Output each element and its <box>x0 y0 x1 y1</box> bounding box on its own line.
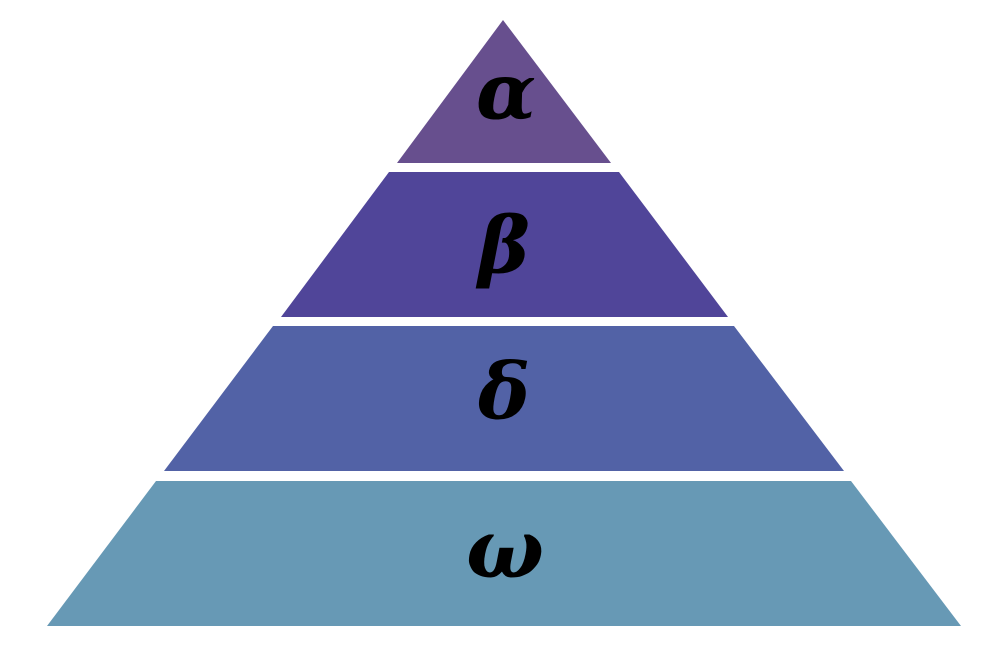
tier-shape-delta <box>164 326 844 471</box>
tier-label-delta: δ <box>477 347 530 438</box>
tier-label-beta: β <box>475 201 530 292</box>
pyramid-tier-delta: δ <box>164 326 844 471</box>
tier-label-alpha: α <box>476 47 536 138</box>
pyramid-tier-alpha: α <box>397 20 611 163</box>
tier-label-omega: ω <box>466 501 544 597</box>
pyramid-tier-omega: ω <box>47 481 961 626</box>
tier-shape-beta <box>281 172 728 317</box>
pyramid-tier-beta: β <box>281 172 728 317</box>
tier-shape-alpha <box>397 20 611 163</box>
tier-shape-omega <box>47 481 961 626</box>
